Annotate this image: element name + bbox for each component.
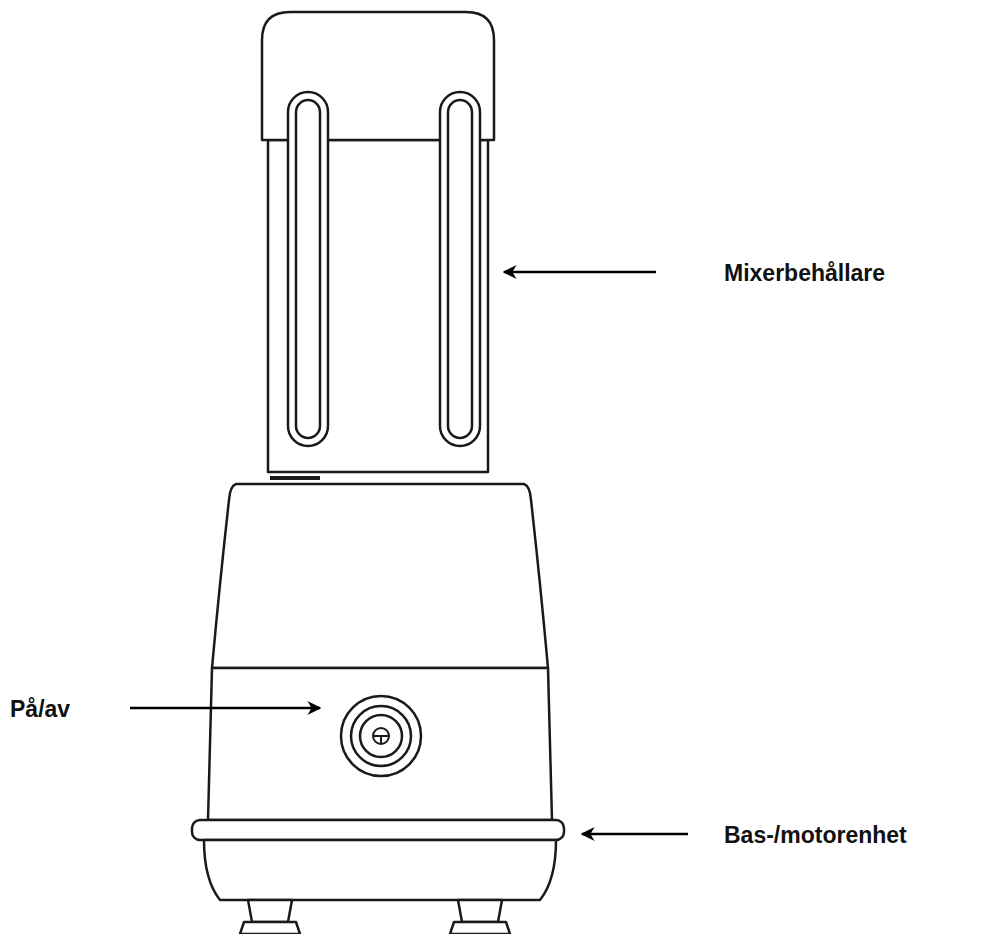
- leader-arrow: [582, 833, 688, 836]
- part-label: På/av: [10, 698, 70, 721]
- part-label: Bas-/motorenhet: [724, 824, 907, 847]
- jar-thread: [270, 476, 320, 480]
- base-ring: [192, 820, 564, 840]
- foot: [450, 922, 510, 934]
- base-middle: [208, 668, 552, 820]
- base-upper: [212, 484, 548, 668]
- jar-slot-inner: [296, 100, 320, 438]
- power-icon: [373, 728, 389, 744]
- base-bottom: [204, 840, 556, 900]
- jar-slot: [288, 92, 328, 446]
- power-button: [341, 696, 421, 776]
- foot: [240, 922, 300, 934]
- foot: [248, 900, 292, 922]
- foot: [458, 900, 502, 922]
- power-button-ring: [360, 715, 402, 757]
- leader-arrow: [130, 707, 320, 710]
- part-label: Mixerbehållare: [724, 262, 885, 285]
- power-button-ring: [351, 706, 411, 766]
- power-icon: [380, 736, 382, 744]
- jar-slot: [440, 92, 480, 446]
- jar-slot-inner: [448, 100, 472, 438]
- leader-arrow: [504, 271, 656, 274]
